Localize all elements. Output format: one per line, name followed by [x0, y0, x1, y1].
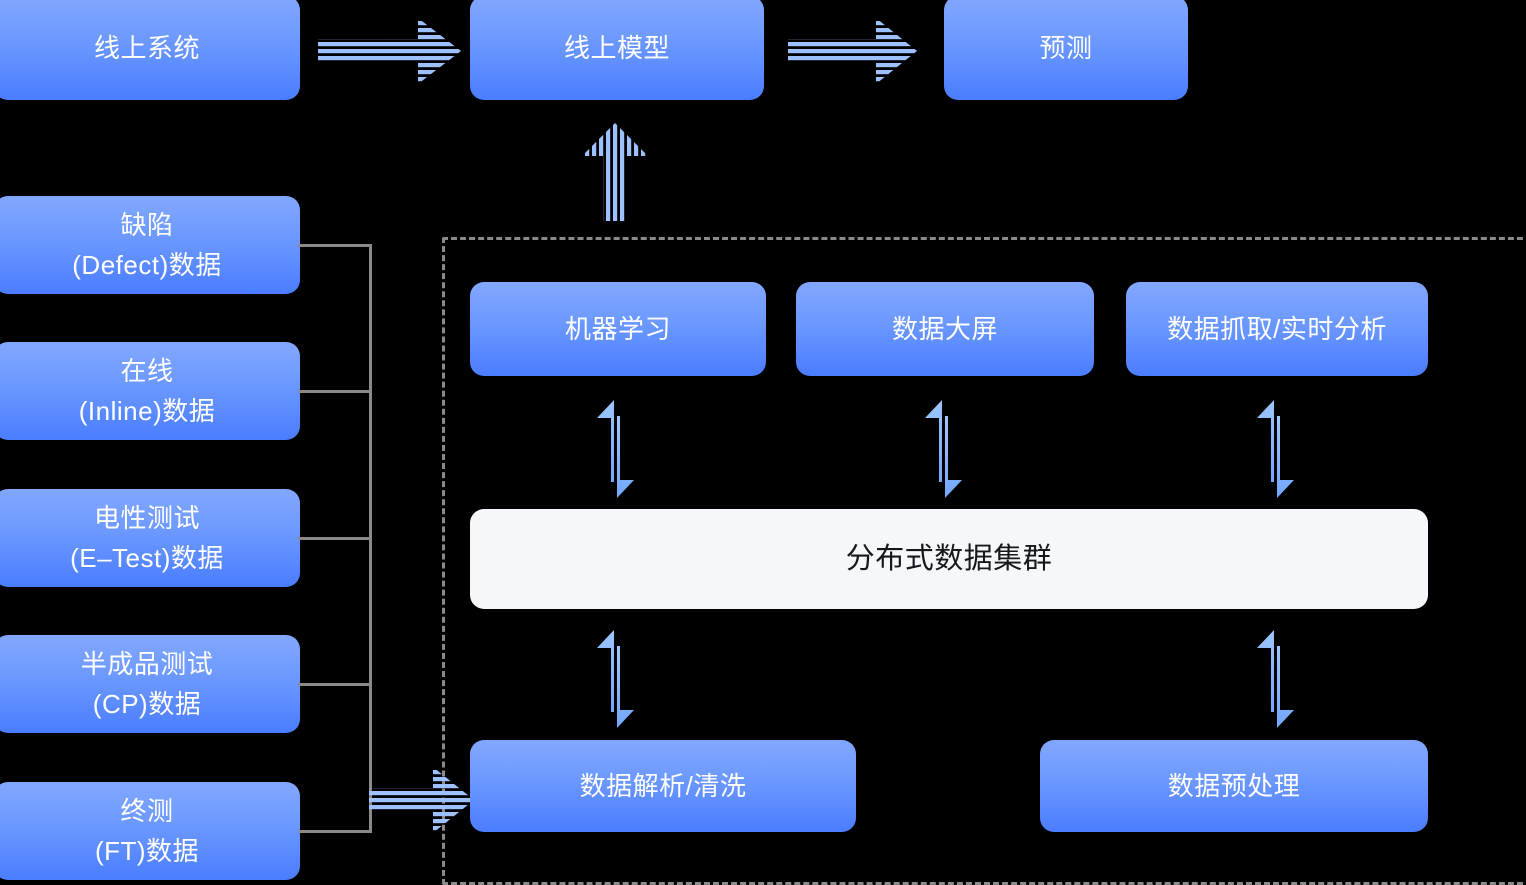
node-label-line2: (CP)数据 — [92, 689, 202, 719]
node-label: 数据解析/清洗 — [579, 770, 747, 801]
node-distributed-cluster[interactable]: 分布式数据集群 — [470, 509, 1428, 609]
node-label-line1: 缺陷 — [120, 209, 174, 240]
connector-stub-ft — [298, 830, 372, 833]
node-label: 线上模型 — [563, 32, 670, 63]
node-label-line2: (E–Test)数据 — [70, 543, 224, 573]
arrow-model-to-prediction — [788, 14, 918, 88]
node-data-dashboard[interactable]: 数据大屏 — [796, 282, 1094, 376]
node-label-line2: (Inline)数据 — [78, 396, 216, 426]
connector-stub-etest — [298, 537, 372, 540]
node-online-system[interactable]: 线上系统 — [0, 0, 300, 100]
node-label: 机器学习 — [564, 313, 671, 344]
arrow-cluster-to-parse — [589, 630, 645, 728]
node-label-line1: 在线 — [120, 355, 174, 386]
node-source-cp[interactable]: 半成品测试 (CP)数据 — [0, 635, 300, 733]
node-label: 数据大屏 — [891, 313, 998, 344]
node-label-line1: 终测 — [120, 795, 174, 826]
arrow-system-to-model — [318, 14, 462, 88]
connector-stub-cp — [298, 683, 372, 686]
node-label-line2: (Defect)数据 — [72, 250, 222, 280]
connector-stub-inline — [298, 390, 372, 393]
node-label: 分布式数据集群 — [845, 542, 1053, 575]
connector-stub-defect — [298, 244, 372, 247]
connector-spine — [369, 244, 372, 833]
node-label-line1: 半成品测试 — [80, 648, 214, 679]
node-label: 预测 — [1039, 32, 1093, 63]
node-online-model[interactable]: 线上模型 — [470, 0, 764, 100]
node-data-parse-clean[interactable]: 数据解析/清洗 — [470, 740, 856, 832]
node-data-capture-realtime[interactable]: 数据抓取/实时分析 — [1126, 282, 1428, 376]
node-prediction[interactable]: 预测 — [944, 0, 1188, 100]
node-source-ft[interactable]: 终测 (FT)数据 — [0, 782, 300, 880]
arrow-platform-to-model — [578, 122, 652, 222]
arrow-sources-to-parse — [369, 763, 475, 837]
arrow-dashboard-to-cluster — [917, 400, 973, 498]
node-label-line1: 电性测试 — [93, 502, 200, 533]
arrow-ml-to-cluster — [589, 400, 645, 498]
node-label-line2: (FT)数据 — [94, 836, 200, 866]
arrow-cluster-to-preprocess — [1249, 630, 1305, 728]
node-source-etest[interactable]: 电性测试 (E–Test)数据 — [0, 489, 300, 587]
node-label: 数据预处理 — [1167, 770, 1301, 801]
node-data-preprocess[interactable]: 数据预处理 — [1040, 740, 1428, 832]
node-label: 线上系统 — [93, 32, 200, 63]
node-source-defect[interactable]: 缺陷 (Defect)数据 — [0, 196, 300, 294]
node-label: 数据抓取/实时分析 — [1167, 313, 1387, 344]
node-source-inline[interactable]: 在线 (Inline)数据 — [0, 342, 300, 440]
node-machine-learning[interactable]: 机器学习 — [470, 282, 766, 376]
arrow-capture-to-cluster — [1249, 400, 1305, 498]
